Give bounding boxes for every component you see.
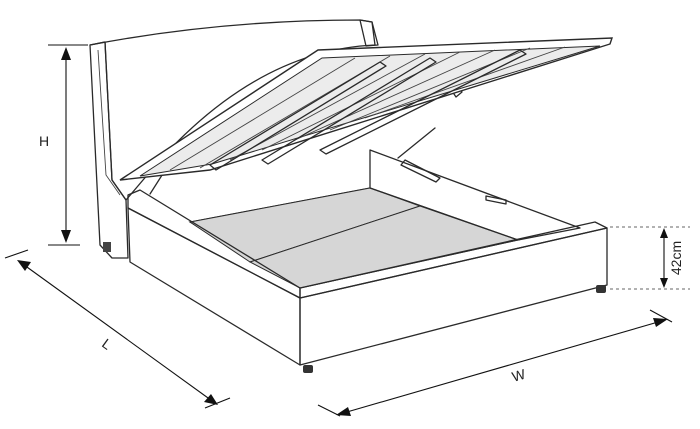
frame-rail-3 bbox=[319, 49, 527, 155]
frame-rail-1 bbox=[209, 61, 387, 171]
foot-front-left bbox=[303, 365, 313, 373]
dimension-height: H bbox=[39, 44, 88, 246]
storage-inner-wall-right bbox=[369, 149, 581, 241]
slat-7 bbox=[364, 46, 566, 119]
headboard bbox=[89, 19, 379, 259]
width-dimension-line bbox=[339, 319, 666, 415]
dimension-base-height: 42cm bbox=[610, 226, 690, 290]
width-arrow-end bbox=[653, 318, 668, 327]
base-height-arrow-bottom bbox=[660, 278, 668, 288]
dimension-width: W bbox=[317, 309, 673, 417]
frame-rail-2 bbox=[261, 57, 437, 165]
lift-handle bbox=[485, 195, 507, 205]
strut-bracket-right bbox=[400, 159, 441, 183]
foot-rail-face bbox=[299, 227, 608, 366]
lifted-slat-frame bbox=[119, 37, 613, 181]
headboard-foot bbox=[103, 242, 111, 252]
width-extension-start bbox=[317, 404, 341, 417]
width-extension-end bbox=[649, 309, 673, 323]
slat-3 bbox=[229, 53, 426, 161]
dimension-length: L bbox=[4, 249, 231, 409]
length-extension-end bbox=[204, 397, 231, 409]
length-extension-start bbox=[4, 249, 29, 259]
length-label: L bbox=[99, 335, 115, 353]
height-label: H bbox=[39, 133, 49, 149]
strut-right-lower bbox=[397, 127, 436, 159]
width-label: W bbox=[510, 365, 528, 384]
width-arrow-start bbox=[336, 407, 351, 416]
slat-5 bbox=[294, 49, 496, 141]
base-height-label: 42cm bbox=[668, 241, 684, 275]
length-dimension-line bbox=[19, 261, 216, 404]
length-arrow-end bbox=[204, 394, 218, 405]
foot-front-right bbox=[596, 285, 606, 293]
base-height-arrow-top bbox=[660, 228, 668, 238]
storage-base bbox=[127, 149, 608, 373]
headboard-piping bbox=[97, 49, 121, 196]
headboard-wing-right bbox=[359, 19, 379, 47]
slat-4 bbox=[261, 51, 461, 151]
length-arrow-start bbox=[17, 260, 31, 271]
slat-1 bbox=[169, 57, 356, 171]
headboard-wing-left bbox=[89, 41, 129, 259]
height-arrow-top bbox=[61, 47, 71, 60]
height-arrow-bottom bbox=[61, 230, 71, 243]
slat-frame-inner bbox=[139, 45, 601, 177]
